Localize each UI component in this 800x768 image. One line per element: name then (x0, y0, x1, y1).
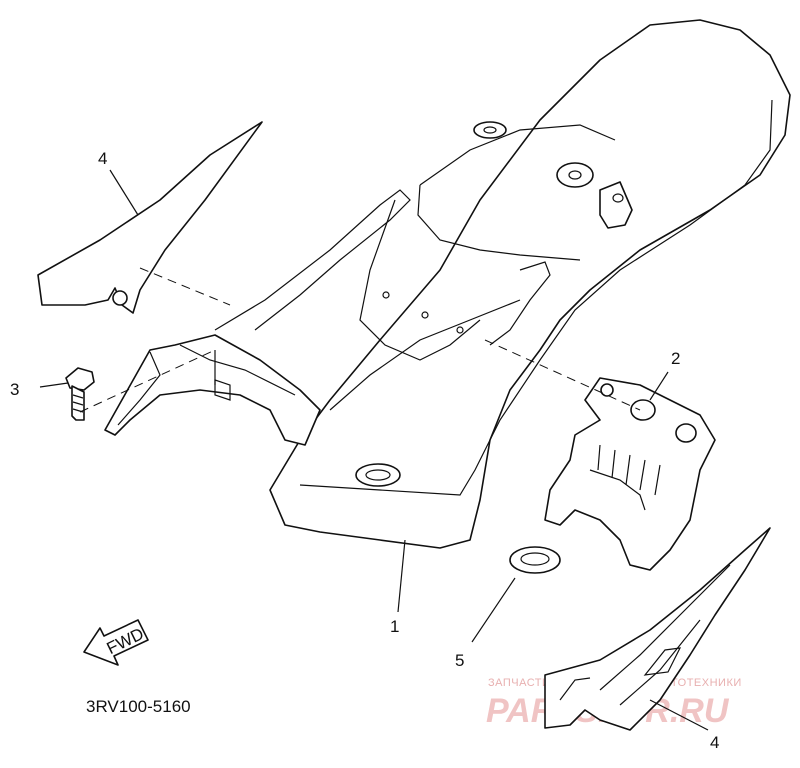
callout-2: 2 (671, 349, 680, 368)
part-5-grommet[interactable] (509, 546, 561, 574)
fwd-arrow: FWD (83, 619, 149, 666)
callout-3: 3 (10, 380, 19, 399)
assembly-lines (79, 267, 641, 413)
part-1-rear-fender[interactable] (104, 19, 791, 549)
part-3-bolt[interactable] (65, 367, 95, 421)
callout-4-top: 4 (98, 149, 107, 168)
callout-labels: 1 2 3 4 5 4 (10, 149, 719, 752)
part-4-emblem-top[interactable] (37, 121, 263, 314)
callout-4-bottom: 4 (710, 733, 719, 752)
part-2-bracket[interactable] (544, 377, 716, 571)
part-4-emblem-bottom[interactable] (544, 527, 771, 731)
leader-lines (39, 169, 709, 731)
diagram-code: 3RV100-5160 (86, 697, 191, 716)
callout-5: 5 (455, 651, 464, 670)
callout-1: 1 (390, 617, 399, 636)
